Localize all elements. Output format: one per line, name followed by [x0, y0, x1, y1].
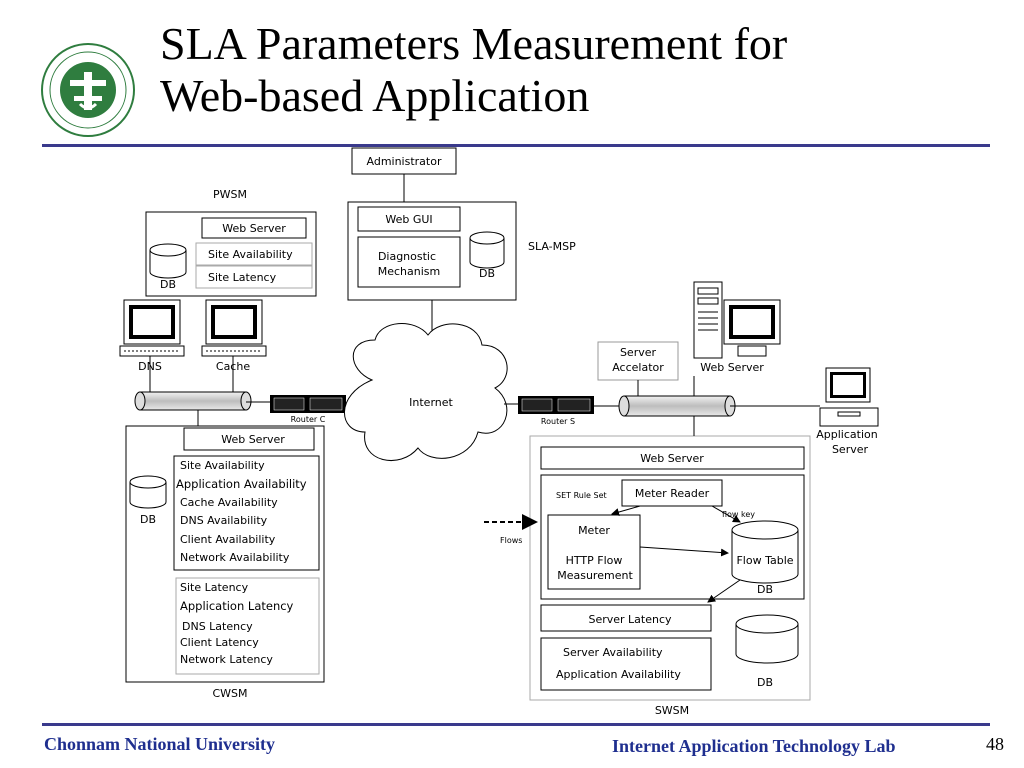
diagnostic-label-2: Mechanism — [378, 265, 441, 278]
flow-table-db-label: DB — [757, 583, 773, 596]
title-line-1: SLA Parameters Measurement for — [160, 18, 788, 69]
right-network-pipe — [618, 395, 736, 417]
swsm-db-icon — [735, 614, 799, 664]
meter-reader-label: Meter Reader — [635, 487, 710, 500]
swsm-web-server-box — [540, 446, 805, 470]
server-availability-box — [540, 637, 712, 691]
server-latency-box — [540, 604, 712, 632]
web-gui-label: Web GUI — [385, 213, 432, 226]
flow-table-db-icon — [731, 520, 799, 584]
cwsm-availability-item: Application Availability — [176, 477, 307, 491]
title-line-2: Web-based Application — [160, 70, 590, 121]
server-accelator-box — [597, 341, 679, 381]
web-server-tower-icon — [693, 281, 723, 359]
flows-label: Flows — [500, 536, 522, 545]
application-server-icon — [819, 367, 879, 427]
cwsm-latency-item: Network Latency — [180, 653, 273, 666]
sla-msp-db-icon — [469, 231, 505, 269]
internet-label: Internet — [409, 396, 453, 409]
cwsm-availability-item: Network Availability — [180, 551, 290, 564]
server-availability-label: Server Availability — [563, 646, 663, 659]
pwsm-web-server-box — [201, 217, 307, 239]
pwsm-site-latency-label: Site Latency — [208, 271, 277, 284]
cwsm-availability-item: Site Availability — [180, 459, 265, 472]
router-s-icon — [518, 396, 594, 414]
set-rule-set-label: SET Rule Set — [556, 491, 607, 500]
cwsm-availability-item: Client Availability — [180, 533, 276, 546]
application-server-label-1: Application — [816, 428, 877, 441]
footer-lab: Internet Application Technology Lab — [612, 736, 896, 756]
flow-key-label: flow key — [722, 510, 755, 519]
pwsm-web-server-label: Web Server — [222, 222, 286, 235]
sla-msp-label: SLA-MSP — [528, 240, 576, 253]
diagnostic-label-1: Diagnostic — [378, 250, 436, 263]
cwsm-label: CWSM — [212, 687, 247, 700]
dns-computer-icon — [119, 299, 185, 357]
cwsm-web-server-box — [183, 427, 315, 451]
university-logo — [41, 43, 135, 137]
router-c-label: Router C — [291, 415, 326, 424]
application-availability-label: Application Availability — [556, 668, 681, 681]
application-server-label-2: Server — [832, 443, 869, 456]
footer-divider — [42, 723, 990, 726]
http-flow-label-1: HTTP Flow — [566, 554, 623, 567]
cwsm-db-icon — [129, 475, 167, 509]
pwsm-label: PWSM — [213, 188, 247, 201]
meter-reader-box — [621, 479, 723, 507]
cwsm-availability-item: DNS Availability — [180, 514, 268, 527]
server-latency-label: Server Latency — [588, 613, 672, 626]
cwsm-db-label: DB — [140, 513, 156, 526]
pwsm-db-label: DB — [160, 278, 176, 291]
footer-university: Chonnam National University — [44, 734, 276, 754]
cwsm-latency-box — [175, 577, 320, 675]
pwsm-db-icon — [149, 243, 187, 279]
web-gui-box — [357, 206, 461, 232]
http-flow-label-2: Measurement — [557, 569, 633, 582]
page-number: 48 — [986, 734, 1004, 754]
pwsm-site-latency-box — [195, 265, 313, 289]
left-network-pipe — [134, 391, 252, 411]
pwsm-site-availability-label: Site Availability — [208, 248, 293, 261]
administrator-box — [351, 147, 457, 175]
cwsm-latency-item: DNS Latency — [182, 620, 253, 633]
sla-architecture-diagram: Administrator Web GUI Diagnostic Mechani… — [119, 147, 879, 717]
sla-msp-db-label: DB — [479, 267, 495, 280]
web-server-right-label: Web Server — [700, 361, 764, 374]
cwsm-latency-item: Application Latency — [180, 599, 294, 613]
flow-table-label: Flow Table — [736, 554, 793, 567]
server-accelator-label-1: Server — [620, 346, 657, 359]
swsm-web-server-label: Web Server — [640, 452, 704, 465]
meter-box — [547, 514, 641, 590]
cwsm-latency-item: Client Latency — [180, 636, 259, 649]
slide-title: SLA Parameters Measurement for Web-based… — [160, 18, 787, 122]
cwsm-web-server-label: Web Server — [221, 433, 285, 446]
cwsm-availability-item: Cache Availability — [180, 496, 278, 509]
router-s-label: Router S — [541, 417, 575, 426]
cwsm-latency-item: Site Latency — [180, 581, 249, 594]
pwsm-site-availability-box — [195, 242, 313, 266]
diagnostic-mechanism-box — [357, 236, 461, 288]
swsm-db-label: DB — [757, 676, 773, 689]
title-divider — [42, 144, 990, 147]
meter-label: Meter — [578, 524, 610, 537]
web-server-monitor-icon — [723, 299, 781, 357]
router-c-icon — [270, 395, 346, 413]
server-accelator-label-2: Accelator — [612, 361, 664, 374]
administrator-label: Administrator — [367, 155, 442, 168]
internet-cloud — [344, 323, 508, 462]
cache-computer-icon — [201, 299, 267, 357]
swsm-label: SWSM — [655, 704, 689, 717]
cwsm-availability-box — [173, 455, 320, 571]
